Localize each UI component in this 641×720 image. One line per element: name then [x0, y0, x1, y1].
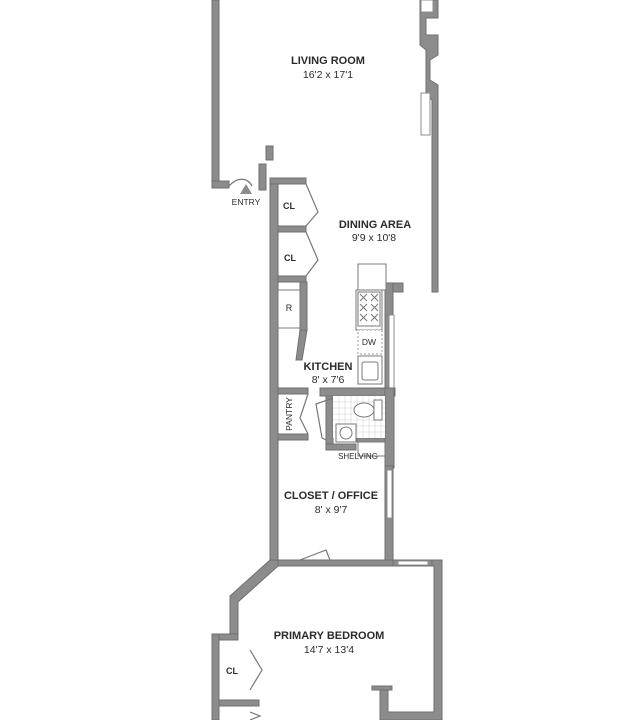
toilet-icon — [353, 399, 383, 421]
living-room-dim: 16'2 x 17'1 — [303, 69, 353, 81]
labels: LIVING ROOM 16'2 x 17'1 DINING AREA 9'9 … — [226, 55, 411, 676]
pantry-label: PANTRY — [284, 397, 294, 431]
sink-icon — [357, 355, 383, 385]
refrigerator-label: R — [286, 303, 293, 313]
closet-3-label: CL — [226, 666, 238, 676]
dining-area-dim: 9'9 x 10'8 — [352, 232, 396, 244]
bath-sink-icon — [335, 423, 357, 443]
closet-office-name: CLOSET / OFFICE — [284, 490, 378, 502]
primary-bedroom-name: PRIMARY BEDROOM — [274, 630, 385, 642]
closet-2-label: CL — [284, 253, 296, 263]
primary-bedroom-dim: 14'7 x 13'4 — [304, 644, 354, 656]
doors — [228, 178, 334, 720]
kitchen-dim: 8' x 7'6 — [312, 374, 345, 386]
dishwasher-label: DW — [362, 337, 376, 347]
kitchen-name: KITCHEN — [304, 361, 353, 373]
closet-1-label: CL — [283, 201, 295, 211]
stove-icon — [357, 291, 381, 327]
walls — [211, 0, 443, 720]
dining-area-name: DINING AREA — [339, 219, 411, 231]
living-room-name: LIVING ROOM — [291, 55, 365, 67]
entry-label: ENTRY — [232, 197, 261, 207]
shelving-label: SHELVING — [338, 452, 378, 461]
kitchen-fixtures — [277, 263, 387, 385]
closet-office-dim: 8' x 9'7 — [315, 504, 348, 516]
bathroom — [333, 396, 386, 457]
entry-marker-icon — [240, 184, 252, 194]
